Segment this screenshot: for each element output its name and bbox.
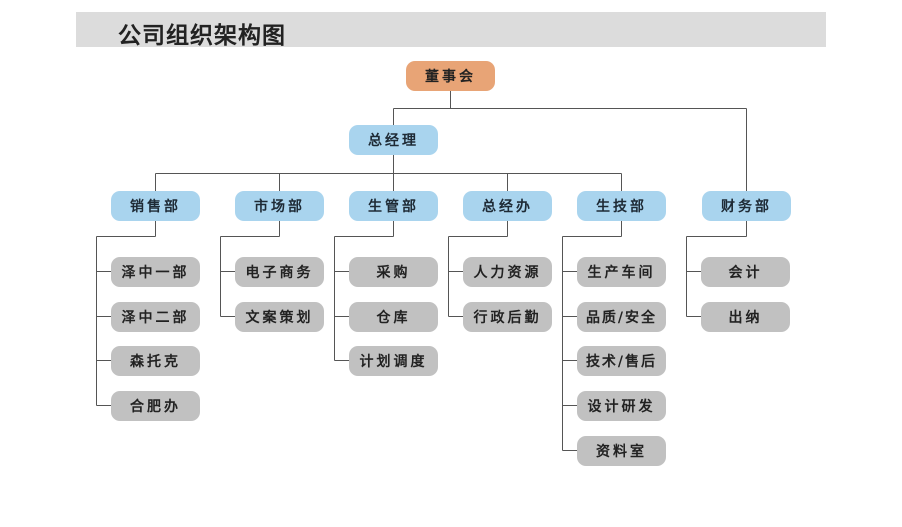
node-sub-unit: 资料室 [577, 436, 666, 466]
node-dept-gm-office: 总经办 [463, 191, 552, 221]
node-sub-unit: 人力资源 [463, 257, 552, 287]
page-title: 公司组织架构图 [118, 23, 286, 49]
node-sub-unit: 电子商务 [235, 257, 324, 287]
node-sub-unit: 行政后勤 [463, 302, 552, 332]
node-dept-marketing: 市场部 [235, 191, 324, 221]
node-sub-unit: 技术/售后 [577, 346, 666, 376]
node-dept-production-mgmt: 生管部 [349, 191, 438, 221]
node-sub-unit: 品质/安全 [577, 302, 666, 332]
node-dept-finance: 财务部 [702, 191, 791, 221]
node-sub-unit: 文案策划 [235, 302, 324, 332]
node-sub-unit: 采购 [349, 257, 438, 287]
node-sub-unit: 仓库 [349, 302, 438, 332]
node-dept-production-tech: 生技部 [577, 191, 666, 221]
node-sub-unit: 会计 [701, 257, 790, 287]
title-bar: 公司组织架构图 [76, 12, 826, 49]
node-sub-unit: 设计研发 [577, 391, 666, 421]
node-board: 董事会 [406, 61, 495, 91]
node-sub-unit: 泽中二部 [111, 302, 200, 332]
node-dept-sales: 销售部 [111, 191, 200, 221]
node-general-manager: 总经理 [349, 125, 438, 155]
node-sub-unit: 出纳 [701, 302, 790, 332]
node-sub-unit: 计划调度 [349, 346, 438, 376]
node-sub-unit: 合肥办 [111, 391, 200, 421]
node-sub-unit: 生产车间 [577, 257, 666, 287]
node-sub-unit: 森托克 [111, 346, 200, 376]
node-sub-unit: 泽中一部 [111, 257, 200, 287]
